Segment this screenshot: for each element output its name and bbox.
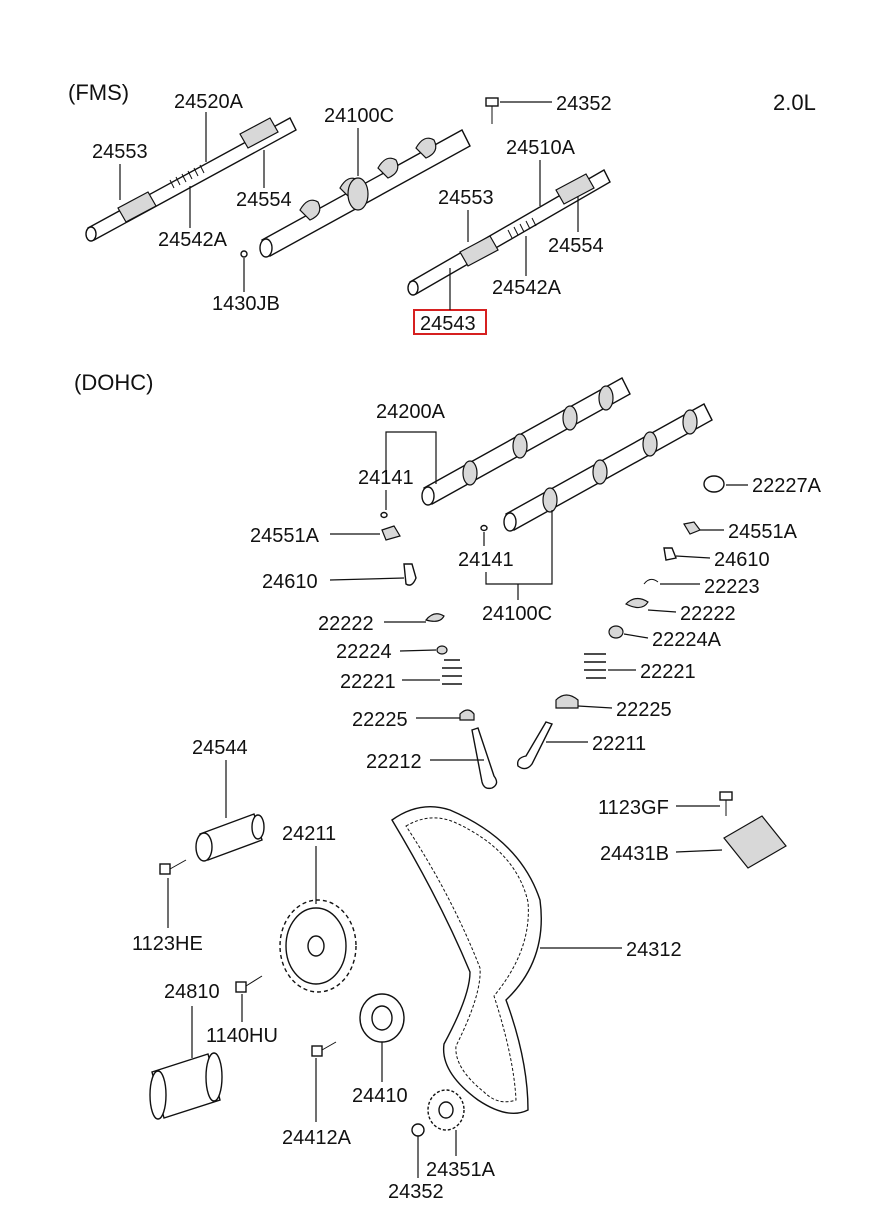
label-24510A: 24510A	[506, 137, 576, 159]
seal-22224A	[608, 625, 624, 639]
spring-22221-l	[442, 659, 462, 685]
label-24610-r: 24610	[714, 549, 770, 571]
follower-24551A-r	[683, 521, 701, 535]
bolt-1123GF	[719, 791, 733, 816]
label-24200A: 24200A	[376, 401, 446, 423]
bolt-24412A	[311, 1041, 337, 1057]
label-22223: 22223	[704, 576, 760, 598]
label-24610-l: 24610	[262, 571, 318, 593]
seat-22225-r	[555, 694, 579, 709]
label-22222-r: 22222	[680, 603, 736, 625]
pin-24141-a	[380, 511, 388, 519]
adjuster-24610-r	[663, 547, 677, 561]
label-1123HE: 1123HE	[132, 933, 203, 955]
timing-belt-24312	[391, 806, 542, 1114]
label-22212: 22212	[366, 751, 422, 773]
label-24553-b: 24553	[438, 187, 494, 209]
tensioner-24544	[195, 813, 265, 862]
label-24544: 24544	[192, 737, 248, 759]
camshaft-dohc-upper	[421, 377, 631, 506]
label-24520A: 24520A	[174, 91, 244, 113]
valve-22211	[516, 721, 553, 770]
rocker-shaft-right	[407, 169, 611, 296]
pin-24141-b	[480, 524, 488, 532]
label-22225-r: 22225	[616, 699, 672, 721]
label-22224A: 22224A	[652, 629, 722, 651]
collet-22223	[643, 578, 659, 585]
label-24551A-r: 24551A	[728, 521, 798, 543]
sprocket-24351A	[427, 1089, 465, 1131]
label-24431B: 24431B	[600, 843, 669, 865]
bolt-24352-top	[485, 97, 499, 124]
label-22221-l: 22221	[340, 671, 396, 693]
plug-22227A	[703, 475, 725, 493]
retainer-22222-l	[424, 613, 445, 622]
label-24810: 24810	[164, 981, 220, 1003]
label-24141-b: 24141	[458, 549, 514, 571]
label-24352-bottom: 24352	[388, 1181, 444, 1203]
label-24352-top: 24352	[556, 93, 612, 115]
idler-24410	[359, 993, 405, 1043]
label-1140HU: 1140HU	[206, 1025, 278, 1047]
engine-label: 2.0L	[773, 90, 816, 115]
sprocket-24211	[279, 899, 357, 993]
label-22211: 22211	[592, 733, 646, 755]
label-24551A-l: 24551A	[250, 525, 320, 547]
bolt-1140HU	[235, 975, 263, 993]
label-22222-l: 22222	[318, 613, 374, 635]
label-24312: 24312	[626, 939, 682, 961]
bolt-24352-bottom	[411, 1123, 425, 1137]
label-24554-fms: 24554	[236, 189, 292, 211]
label-1430JB: 1430JB	[212, 293, 280, 315]
label-24412A: 24412A	[282, 1127, 352, 1149]
label-24100C-dohc: 24100C	[482, 603, 552, 625]
label-24542A-fms: 24542A	[158, 229, 228, 251]
spring-22221-r	[584, 653, 606, 679]
seat-22225-l	[459, 709, 475, 721]
seal-22224	[436, 645, 448, 655]
label-24553-fms: 24553	[92, 141, 148, 163]
camshaft-fms	[259, 129, 471, 258]
pin-1430JB	[240, 250, 248, 258]
label-22225-l: 22225	[352, 709, 408, 731]
label-24542A-b: 24542A	[492, 277, 562, 299]
follower-24551A-l	[381, 525, 401, 541]
label-24543: 24543	[420, 313, 476, 335]
label-24100C-fms: 24100C	[324, 105, 394, 127]
bolt-1123HE	[159, 859, 187, 875]
section-label-dohc: (DOHC)	[74, 370, 153, 395]
section-label-fms: (FMS)	[68, 80, 129, 105]
label-24410: 24410	[352, 1085, 408, 1107]
cover-24431B	[723, 815, 787, 869]
label-1123GF: 1123GF	[598, 797, 669, 819]
label-22227A: 22227A	[752, 475, 822, 497]
label-24141-a: 24141	[358, 467, 414, 489]
adjuster-24610-l	[403, 563, 417, 586]
label-22221-r: 22221	[640, 661, 696, 683]
label-22224: 22224	[336, 641, 392, 663]
retainer-22222-r	[624, 597, 649, 609]
idler-24810	[149, 1052, 223, 1120]
label-24554-b: 24554	[548, 235, 604, 257]
valve-22212	[471, 727, 498, 790]
label-24351A: 24351A	[426, 1159, 496, 1181]
label-24211: 24211	[282, 823, 336, 845]
camshaft-dohc-lower	[503, 403, 713, 532]
rocker-shaft-left	[85, 117, 297, 242]
